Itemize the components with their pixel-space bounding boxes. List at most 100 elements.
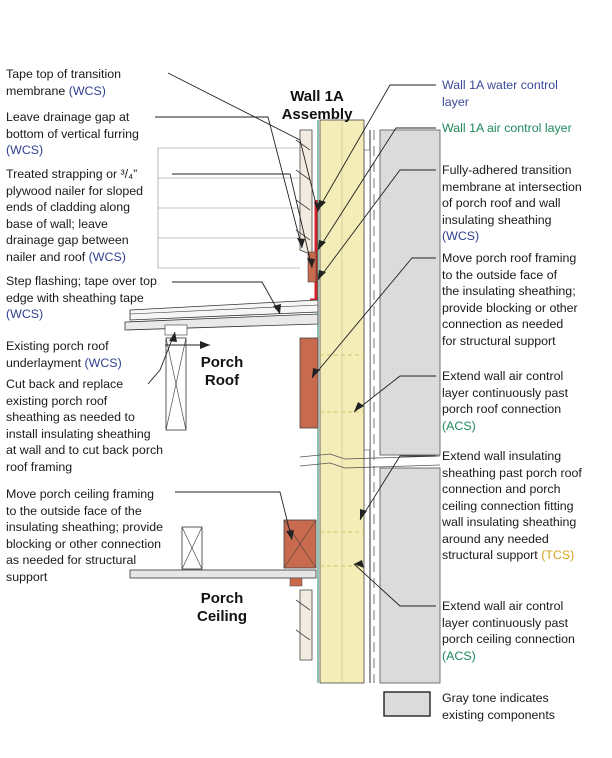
label-drainage-gap: Leave drainage gap at bottom of vertical… xyxy=(6,109,139,159)
ceiling-trim xyxy=(289,577,303,587)
label-move-roof-line-1: Move porch roof framing xyxy=(442,251,577,265)
label-extend-air-ceiling-code: (ACS) xyxy=(442,648,476,663)
label-extend-air-ceiling-line-1: Extend wall air control xyxy=(442,599,564,613)
label-cut-back-line-4: install insulating sheathing xyxy=(6,426,151,441)
label-strapping-code: (WCS) xyxy=(88,249,126,264)
porch-roof-label: Porch Roof xyxy=(182,354,262,390)
porch-ceiling-label: Porch Ceiling xyxy=(182,590,262,626)
porch-ceiling-label-line-1: Porch xyxy=(200,590,244,607)
legend-swatch xyxy=(383,691,431,717)
label-tape-top-code: (WCS) xyxy=(68,83,106,98)
label-water-control-line-2: layer xyxy=(442,94,469,109)
label-cut-back: Cut back and replace existing porch roof… xyxy=(6,376,163,475)
label-extend-air-ceiling: Extend wall air control layer continuous… xyxy=(442,598,575,664)
label-extend-sheathing-line-4: ceiling connection fitting xyxy=(442,498,574,513)
label-tape-top-line-1: Tape top of transition xyxy=(6,67,122,81)
label-move-ceiling-line-4: blocking or other connection xyxy=(6,536,161,551)
label-transition-line-2: membrane at intersection xyxy=(442,179,582,194)
leader-lines xyxy=(147,72,436,607)
label-transition-line-4: insulating sheathing xyxy=(442,212,552,227)
label-extend-sheathing-line-6: around any needed xyxy=(442,531,549,546)
label-extend-air-roof-line-1: Extend wall air control xyxy=(442,369,564,383)
existing-wall-gray xyxy=(363,129,441,684)
moved-porch-roof-framing xyxy=(299,337,319,429)
porch-ceiling-joist xyxy=(181,526,203,570)
label-cut-back-line-2: existing porch roof xyxy=(6,393,108,408)
label-extend-air-ceiling-line-2: layer continuously past xyxy=(442,615,569,630)
label-strapping-line-5: drainage gap between xyxy=(6,233,129,247)
label-move-roof-framing: Move porch roof framing to the outside f… xyxy=(442,250,578,349)
break-line-lower xyxy=(299,462,441,469)
label-air-control-layer: Wall 1A air control layer xyxy=(442,120,572,137)
leader-arrows xyxy=(169,200,367,568)
assembly-title: Wall 1A Assembly xyxy=(262,88,372,124)
label-strapping: Treated strapping or ³/₄” plywood nailer… xyxy=(6,166,143,265)
label-cut-back-line-1: Cut back and replace xyxy=(6,377,124,391)
porch-roof-label-line-1: Porch xyxy=(200,354,244,371)
label-transition-code: (WCS) xyxy=(442,229,480,243)
label-move-ceiling-line-3: insulating sheathing; provide xyxy=(6,520,164,534)
label-move-ceiling-line-1: Move porch ceiling framing xyxy=(6,487,155,501)
label-move-ceiling: Move porch ceiling framing to the outsid… xyxy=(6,486,163,585)
lower-cladding xyxy=(295,589,313,661)
label-extend-sheathing-line-7-wrap: structural support (TCS) xyxy=(442,547,582,564)
label-step-flashing-line-1: Step flashing; tape over top xyxy=(6,274,157,288)
label-strapping-line-6: nailer and roof xyxy=(6,249,86,264)
label-underlayment-line-2-wrap: underlayment (WCS) xyxy=(6,355,122,372)
porch-ceiling-board xyxy=(129,569,317,579)
label-move-roof-line-4: provide blocking or other xyxy=(442,300,578,315)
label-step-flashing: Step flashing; tape over top edge with s… xyxy=(6,273,157,323)
label-extend-sheathing-line-7: structural support xyxy=(442,548,538,562)
label-extend-air-roof: Extend wall air control layer continuous… xyxy=(442,368,568,434)
label-strapping-line-1: Treated strapping or ³/₄” xyxy=(6,167,138,181)
label-extend-sheathing-line-3: connection and porch xyxy=(442,482,561,496)
label-tape-top-line-2-wrap: membrane (WCS) xyxy=(6,83,121,100)
label-cut-back-line-3: sheathing as needed to xyxy=(6,410,135,424)
legend-text-line-1: Gray tone indicates xyxy=(442,691,549,705)
label-move-roof-line-6: for structural support xyxy=(442,333,556,348)
label-strapping-line-3: ends of cladding along xyxy=(6,200,131,214)
label-strapping-line-4: base of wall; leave xyxy=(6,216,108,231)
porch-ceiling-label-line-2: Ceiling xyxy=(196,608,247,625)
porch-roof-rafter xyxy=(165,337,187,431)
label-tape-top-line-2: membrane xyxy=(6,83,66,98)
label-air-control-line: Wall 1A air control layer xyxy=(442,121,572,135)
label-step-flashing-line-2: edge with sheathing tape xyxy=(6,290,144,305)
label-move-roof-line-3: the insulating sheathing; xyxy=(442,284,576,298)
upper-cladding xyxy=(295,129,313,256)
label-underlayment-line-2: underlayment xyxy=(6,355,82,370)
assembly-title-line-1: Wall 1A xyxy=(290,88,344,105)
label-drainage-gap-line-2: bottom of vertical furring xyxy=(6,126,139,141)
label-underlayment-code: (WCS) xyxy=(84,355,122,370)
label-extend-sheathing-line-2: sheathing past porch roof xyxy=(442,465,582,480)
label-extend-air-ceiling-line-3: porch ceiling connection xyxy=(442,632,575,646)
label-step-flashing-code: (WCS) xyxy=(6,307,44,321)
label-extend-air-roof-code: (ACS) xyxy=(442,418,476,433)
label-tape-top: Tape top of transition membrane (WCS) xyxy=(6,66,121,99)
label-move-roof-line-2: to the outside face of xyxy=(442,267,558,282)
label-extend-sheathing: Extend wall insulating sheathing past po… xyxy=(442,448,582,564)
label-strapping-line-6-wrap: nailer and roof (WCS) xyxy=(6,249,143,266)
label-drainage-gap-line-1: Leave drainage gap at xyxy=(6,110,130,124)
porch-roof-assembly xyxy=(124,299,319,336)
label-water-control-layer: Wall 1A water control layer xyxy=(442,77,558,110)
label-move-ceiling-line-5: as needed for structural xyxy=(6,553,137,567)
label-cut-back-line-6: roof framing xyxy=(6,459,73,474)
label-transition-line-1: Fully-adhered transition xyxy=(442,163,572,177)
label-transition-membrane: Fully-adhered transition membrane at int… xyxy=(442,162,582,245)
label-move-ceiling-line-6: support xyxy=(6,569,48,584)
label-underlayment: Existing porch roof underlayment (WCS) xyxy=(6,338,122,371)
label-extend-sheathing-line-1: Extend wall insulating xyxy=(442,449,562,463)
label-extend-air-roof-line-3: porch roof connection xyxy=(442,402,562,416)
label-move-roof-line-5: connection as needed xyxy=(442,317,564,331)
label-transition-line-3: of porch roof and wall xyxy=(442,196,561,210)
label-cut-back-line-5: at wall and to cut back porch xyxy=(6,443,164,457)
porch-roof-label-line-2: Roof xyxy=(204,372,240,389)
label-extend-sheathing-line-5: wall insulating sheathing xyxy=(442,515,577,529)
label-underlayment-line-1: Existing porch roof xyxy=(6,339,109,353)
label-drainage-gap-code: (WCS) xyxy=(6,143,44,157)
label-extend-air-roof-line-2: layer continuously past xyxy=(442,385,569,400)
label-extend-sheathing-code: (TCS) xyxy=(541,548,575,562)
break-line xyxy=(299,453,441,460)
